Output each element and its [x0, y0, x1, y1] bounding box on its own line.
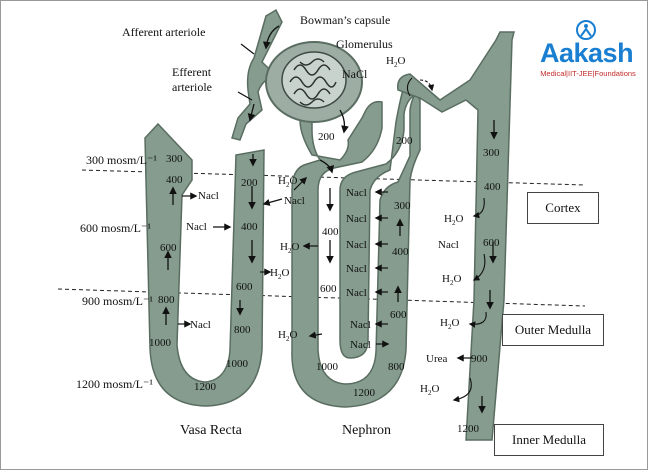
cd-900: 900	[471, 353, 488, 365]
ne-200b: 200	[396, 135, 413, 147]
nacl-vr-1: Nacl	[198, 190, 219, 202]
exchange-arrows	[178, 176, 472, 362]
osm-1200-label: 1200 mosm/L⁻¹	[76, 377, 153, 391]
nacl-out-curve	[406, 77, 413, 97]
efferent-arteriole-label-2: arteriole	[172, 80, 212, 94]
nacl-capsule-label: NaCl	[342, 67, 368, 81]
water-4: H2O	[278, 329, 297, 343]
vr-1000: 1000	[149, 337, 172, 349]
nacl-ne-2: Nacl	[346, 213, 367, 225]
ne-400: 400	[322, 226, 339, 238]
vr-300: 300	[166, 153, 183, 165]
logo-tagline: Medical|IIT-JEE|Foundations	[540, 69, 636, 78]
inner-medulla-box: Inner Medulla	[494, 424, 604, 456]
inner-medulla-label: Inner Medulla	[511, 432, 586, 447]
logo-figure-icon	[576, 20, 596, 40]
ne-600: 600	[320, 283, 337, 295]
nacl-vr-4: Nacl	[284, 195, 305, 207]
water-7: H2O	[440, 317, 459, 331]
water-labels: H2O H2O H2O H2O H2O H2O H2O H2O	[270, 175, 463, 397]
cd-400: 400	[484, 181, 501, 193]
vr-800b: 800	[234, 324, 251, 336]
flow-arrows	[162, 25, 498, 414]
water-5: H2O	[444, 213, 463, 227]
logo-wordmark: Aakash	[540, 38, 634, 68]
urea-label: Urea	[426, 353, 447, 365]
cd-300: 300	[483, 147, 500, 159]
vr-800: 800	[158, 294, 175, 306]
ne-1200: 1200	[353, 387, 376, 399]
cortex-label: Cortex	[545, 200, 581, 215]
water-3: H2O	[280, 241, 299, 255]
water-out-arrows	[452, 197, 487, 403]
nacl-vr-2: Nacl	[186, 221, 207, 233]
efferent-arteriole-label-1: Efferent	[172, 65, 212, 79]
collecting-duct	[397, 31, 515, 441]
ne-400b: 400	[392, 246, 409, 258]
nacl-ne-7: Nacl	[350, 339, 371, 351]
afferent-tick	[240, 43, 255, 55]
vr-1000b: 1000	[226, 358, 249, 370]
ne-300: 300	[394, 200, 411, 212]
outer-medulla-label: Outer Medulla	[514, 322, 592, 337]
water-1: H2O	[278, 175, 297, 189]
aakash-logo: Aakash Medical|IIT-JEE|Foundations	[534, 20, 642, 84]
vr-1200: 1200	[194, 381, 217, 393]
nacl-cd: Nacl	[438, 239, 459, 251]
water-out-curve-top	[419, 79, 435, 92]
efferent-tick	[237, 91, 253, 101]
ne-200a: 200	[318, 131, 335, 143]
osm-600-label: 600 mosm/L⁻¹	[80, 221, 151, 235]
nacl-ne-4: Nacl	[346, 263, 367, 275]
water-8: H2O	[420, 383, 439, 397]
nacl-ne-1: Nacl	[346, 187, 367, 199]
nephron-label: Nephron	[342, 423, 391, 438]
vr-600b: 600	[236, 281, 253, 293]
ne-1000: 1000	[316, 361, 339, 373]
osm-300-label: 300 mosm/L⁻¹	[86, 153, 157, 167]
vr-400: 400	[166, 174, 183, 186]
glomerulus-label: Glomerulus	[336, 37, 393, 51]
vr-200: 200	[241, 177, 258, 189]
water-top-label: H2O	[386, 55, 405, 69]
water-2: H2O	[270, 267, 289, 281]
osmolarity-line-900	[57, 288, 586, 307]
vasa-recta-label: Vasa Recta	[180, 423, 243, 438]
nacl-ne-5: Nacl	[346, 287, 367, 299]
vr-600: 600	[160, 242, 177, 254]
water-6: H2O	[442, 273, 461, 287]
nacl-ne-6: Nacl	[350, 319, 371, 331]
cd-600: 600	[483, 237, 500, 249]
vr-400b: 400	[241, 221, 258, 233]
cd-1200: 1200	[457, 423, 480, 435]
ne-800: 800	[388, 361, 405, 373]
osm-900-label: 900 mosm/L⁻¹	[82, 294, 153, 308]
vasa-recta-loop	[144, 122, 265, 407]
bowman-capsule-label: Bowman’s capsule	[300, 13, 390, 27]
ne-600b: 600	[390, 309, 407, 321]
nacl-ne-3: Nacl	[346, 239, 367, 251]
afferent-arteriole-label: Afferent arteriole	[122, 25, 205, 39]
glomerulus	[289, 58, 337, 106]
outer-medulla-box: Outer Medulla	[502, 314, 604, 346]
nacl-vr-3: Nacl	[190, 319, 211, 331]
cortex-box: Cortex	[527, 192, 599, 224]
